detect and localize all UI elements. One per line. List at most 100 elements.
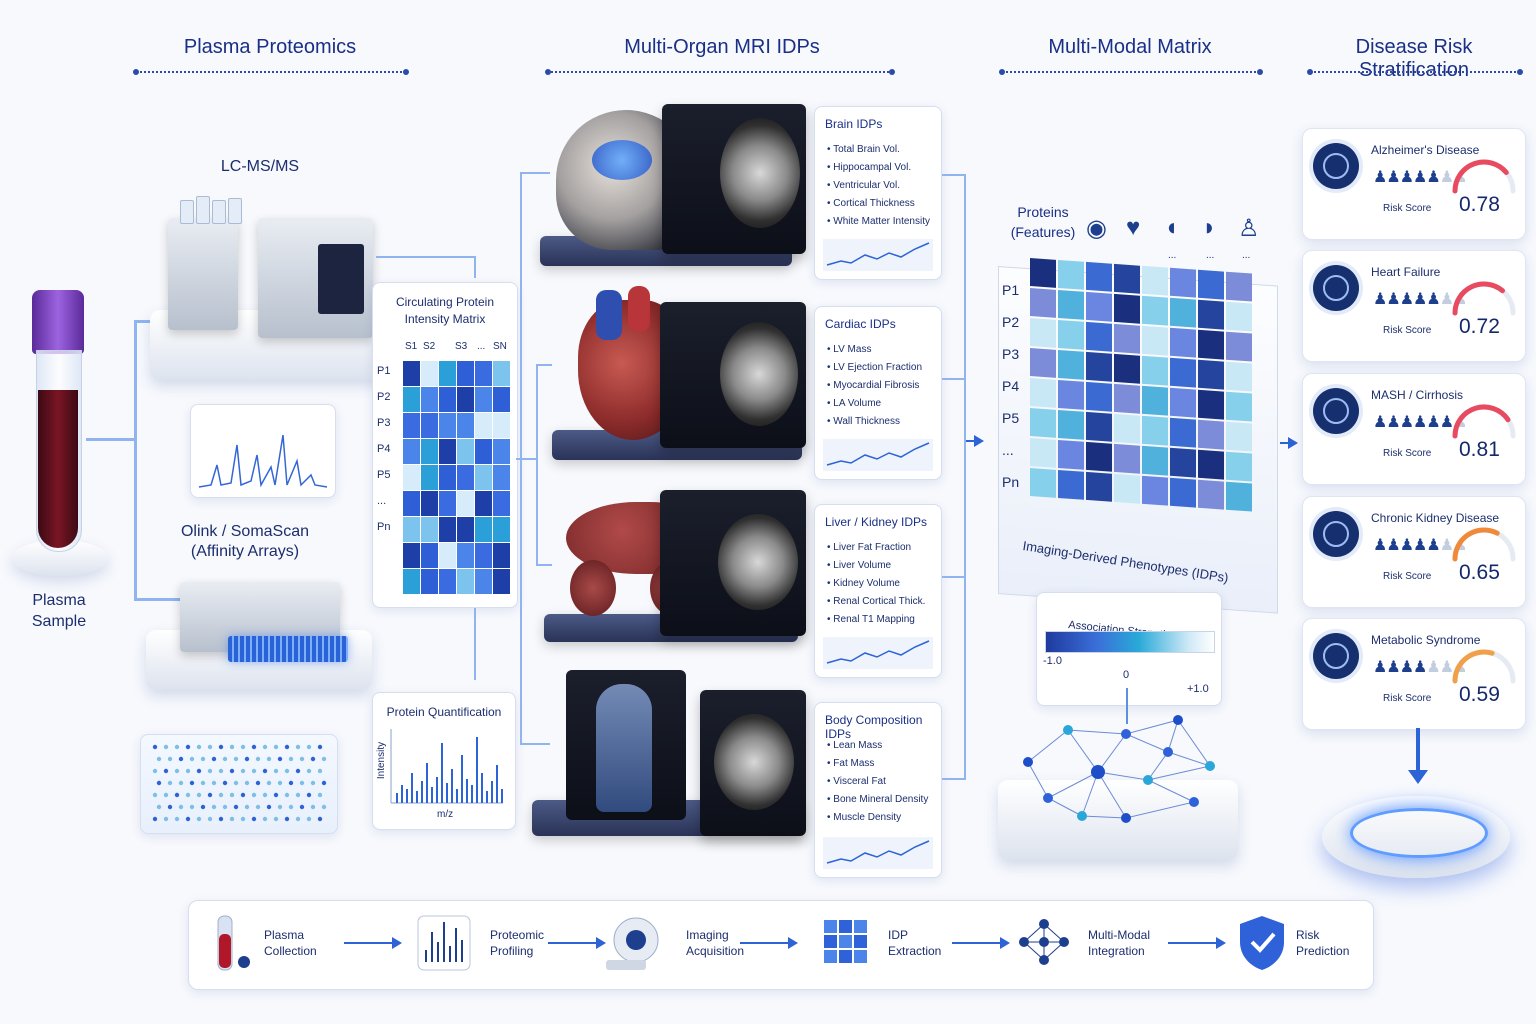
intensity-row-header: Pn [377, 521, 391, 533]
mri-scanner-icon [606, 912, 662, 974]
array-dot [167, 780, 173, 786]
idp-trend-bg [823, 637, 933, 669]
array-dot [196, 744, 202, 750]
section-title-matrix: Multi-Modal Matrix [1048, 36, 1212, 58]
array-dot [156, 780, 162, 786]
risk-gauge-fill [1452, 404, 1511, 439]
down-arrow-head [1408, 770, 1428, 784]
risk-value: 0.59 [1459, 683, 1500, 706]
matrix-cell [1198, 329, 1224, 360]
matrix-row-header: P3 [1002, 346, 1020, 362]
spectrum-card [190, 404, 336, 498]
idp-item-list: Liver Fat FractionLiver VolumeKidney Vol… [827, 539, 925, 629]
array-dot [310, 756, 316, 762]
array-dot [174, 768, 180, 774]
risk-name: Alzheimer's Disease [1371, 143, 1480, 157]
network-node [1173, 715, 1183, 725]
array-dot [200, 756, 206, 762]
cube-cell [839, 920, 852, 933]
person-icon: ♟ [1373, 537, 1387, 554]
array-dot [163, 744, 169, 750]
array-dot [163, 792, 169, 798]
spectrum-plot [198, 434, 328, 488]
intensity-cell [475, 413, 492, 438]
brain-icon-glyph [1323, 153, 1349, 179]
matrix-cell [1226, 451, 1252, 482]
intensity-cell [475, 543, 492, 568]
connector [942, 174, 966, 176]
array-dot [317, 768, 323, 774]
blood-tube-icon-glyph [217, 915, 250, 971]
workflow-arrow [344, 937, 402, 949]
array-dot [218, 744, 224, 750]
cube-cell [854, 920, 867, 933]
intensity-cell [421, 439, 438, 464]
intensity-cell [403, 361, 420, 386]
array-dot [218, 816, 224, 822]
person-icon: ♟ [1373, 169, 1387, 186]
risk-value: 0.65 [1459, 561, 1500, 584]
connector [536, 564, 552, 566]
person-icon: ♟ [1439, 169, 1454, 186]
idp-item: Cortical Thickness [827, 195, 930, 213]
matrix-cell [1170, 417, 1196, 448]
connector [520, 172, 550, 174]
section-rule [545, 69, 895, 75]
intensity-cell [475, 439, 492, 464]
idp-item: Hippocampal Vol. [827, 159, 930, 177]
risk-name: MASH / Cirrhosis [1371, 388, 1464, 402]
network-edge [1125, 733, 1169, 753]
matrix-cell [1198, 389, 1224, 420]
person-icon: ♟ [1426, 537, 1440, 554]
connector [942, 576, 966, 578]
array-dot [207, 744, 213, 750]
matrix-row-header: P2 [1002, 314, 1020, 330]
workflow-label-line: Extraction [888, 944, 942, 958]
matrix-row-header: ... [1002, 442, 1014, 458]
intensity-cell [475, 465, 492, 490]
array-dot [233, 756, 239, 762]
person-icon: ♟ [1386, 169, 1400, 186]
matrix-cell [1058, 379, 1084, 410]
risk-gauge-track [1452, 159, 1516, 194]
array-dot [189, 804, 195, 810]
array-dot [185, 792, 191, 798]
blood-tube-icon [210, 912, 266, 974]
array-dot [288, 804, 294, 810]
idp-item: Myocardial Fibrosis [827, 377, 922, 395]
intensity-cell [403, 413, 420, 438]
array-dot [284, 768, 290, 774]
array-dot [240, 768, 246, 774]
idp-item: Lean Mass [827, 737, 928, 755]
intensity-col-header: S1 [405, 341, 418, 352]
person-icon: ♟ [1399, 414, 1414, 431]
matrix-cell [1114, 263, 1140, 294]
matrix-cell [1142, 415, 1168, 446]
array-dot [152, 816, 158, 822]
workflow-arrow [548, 937, 606, 949]
brain-mri-panel [662, 104, 806, 254]
person-icon: ♟ [1413, 414, 1427, 431]
risk-name: Metabolic Syndrome [1371, 633, 1481, 647]
intensity-cell [457, 491, 474, 516]
intensity-cell [457, 465, 474, 490]
idp-item: Muscle Density [827, 809, 928, 827]
matrix-cell [1058, 469, 1084, 500]
network-node [1043, 793, 1053, 803]
workflow-label-line: Risk [1296, 928, 1320, 942]
risk-gauge [1452, 159, 1516, 194]
idp-card: Liver / Kidney IDPsLiver Fat FractionLiv… [814, 504, 942, 678]
intensity-cell [493, 491, 510, 516]
intensity-cell [457, 517, 474, 542]
matrix-cell [1086, 291, 1112, 322]
plasma-tube [30, 290, 86, 560]
connector [964, 174, 966, 778]
array-dot [222, 756, 228, 762]
person-icon: ♟ [1399, 537, 1414, 554]
